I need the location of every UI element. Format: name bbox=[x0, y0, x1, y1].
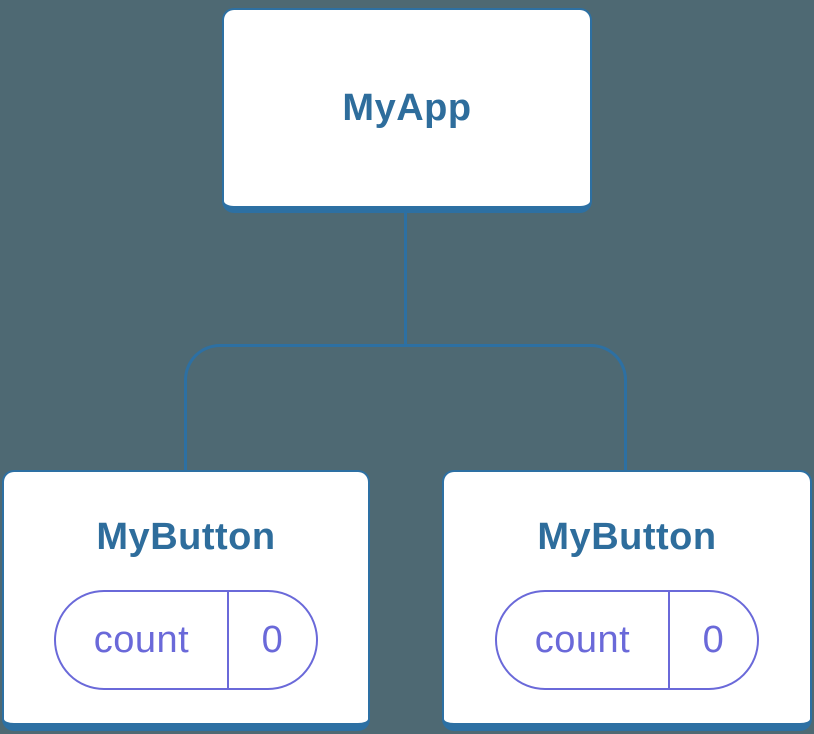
node-mybutton-1: MyButton count 0 bbox=[2, 470, 370, 731]
state-pill: count 0 bbox=[495, 590, 759, 690]
node-mybutton-1-label: MyButton bbox=[96, 516, 276, 558]
state-pill: count 0 bbox=[54, 590, 318, 690]
node-mybutton-2: MyButton count 0 bbox=[442, 470, 812, 731]
state-name: count bbox=[93, 618, 190, 661]
node-myapp-label: MyApp bbox=[342, 87, 472, 129]
state-name-cell: count bbox=[497, 592, 670, 688]
state-value: 0 bbox=[261, 618, 284, 661]
state-value-cell: 0 bbox=[229, 592, 316, 688]
state-value: 0 bbox=[702, 618, 725, 661]
connector-stem bbox=[404, 213, 407, 347]
state-value-cell: 0 bbox=[670, 592, 757, 688]
state-name-cell: count bbox=[56, 592, 229, 688]
node-mybutton-2-label: MyButton bbox=[537, 516, 717, 558]
state-name: count bbox=[534, 618, 631, 661]
node-myapp: MyApp bbox=[222, 8, 592, 213]
connector-bracket bbox=[184, 344, 627, 470]
